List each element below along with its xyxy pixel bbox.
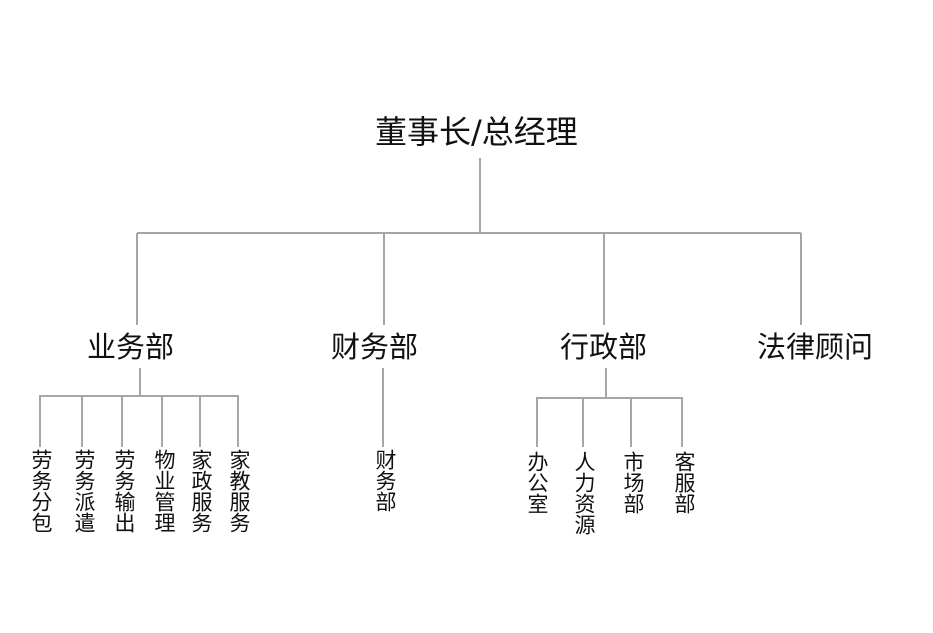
unit-node-marketing: 市场部 [621,451,645,514]
unit-node-labor-subcontracting: 劳务分包 [29,449,53,533]
unit-node-tutoring-service: 家教服务 [227,449,251,533]
unit-node-finance: 财务部 [373,449,397,512]
dept-node-legal-counsel: 法律顾问 [757,330,874,364]
unit-node-office: 办公室 [525,451,549,514]
unit-node-property-management: 物业管理 [152,449,176,533]
dept-node-business: 业务部 [87,330,175,364]
dept-node-finance: 财务部 [331,330,419,364]
unit-node-housekeeping-service: 家政服务 [189,449,213,533]
dept-node-administration: 行政部 [560,330,648,364]
unit-node-customer-service: 客服部 [672,451,696,514]
unit-node-labor-dispatch: 劳务派遣 [72,449,96,533]
unit-node-labor-export: 劳务输出 [112,449,136,533]
unit-node-human-resources: 人力资源 [572,451,596,535]
root-node-chairman-general-manager: 董事长/总经理 [375,113,578,151]
